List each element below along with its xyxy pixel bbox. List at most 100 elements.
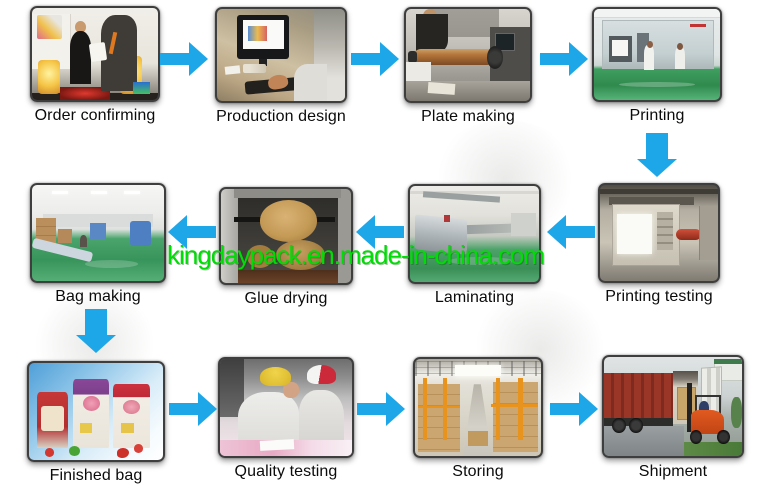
photo-production-design	[215, 7, 347, 103]
bushes	[730, 396, 742, 429]
control-boxes	[656, 211, 674, 251]
ceiling-beam	[410, 190, 539, 194]
forklift-driver	[699, 400, 709, 413]
floor-sheen	[448, 257, 514, 265]
arrow-right-icon	[550, 392, 598, 426]
skylight	[455, 364, 501, 377]
worker-figure	[79, 234, 88, 248]
folder	[88, 41, 108, 63]
film-web	[611, 39, 628, 57]
photo-shipment	[602, 355, 744, 458]
brand-strip	[689, 23, 707, 28]
machine-detail-red	[443, 214, 450, 222]
yellow-cap	[259, 366, 292, 387]
film-roll-lower	[275, 239, 325, 270]
far-equipment	[510, 212, 537, 236]
step-label-plate-making: Plate making	[421, 108, 515, 125]
photo-bag-making	[30, 183, 166, 283]
orange-upright	[495, 378, 501, 441]
machine-row	[699, 206, 718, 260]
ceiling-light	[91, 190, 108, 194]
forklift-mast	[686, 382, 692, 433]
ceiling-light	[51, 190, 68, 194]
arrow-left-icon	[168, 215, 216, 249]
arrow-right-icon	[169, 392, 217, 426]
step-label-laminating: Laminating	[434, 289, 515, 306]
arrow-right-icon	[540, 42, 588, 76]
design-artwork	[247, 25, 267, 42]
red-pepper	[133, 444, 143, 454]
photo-order-confirming	[30, 6, 160, 102]
photo-printing	[592, 7, 722, 102]
inspector-left-body	[238, 391, 300, 447]
aisle-box	[467, 430, 489, 447]
photo-quality-testing	[218, 357, 354, 458]
chuck-left	[408, 51, 418, 64]
red-cylinder	[675, 229, 702, 240]
arrow-down-icon	[76, 309, 116, 353]
step-label-printing-testing: Printing testing	[605, 288, 713, 305]
person-back	[101, 15, 137, 91]
step-label-printing: Printing	[629, 107, 685, 124]
green-pepper	[69, 446, 80, 457]
pouch-white-red	[113, 384, 150, 449]
step-plate-making: Plate making	[404, 7, 532, 126]
operator-2-head	[677, 42, 684, 50]
film-roll-small	[247, 245, 273, 268]
step-production-design: Production design	[215, 7, 347, 126]
pouch-white-red-graphic	[122, 399, 141, 415]
copper-cylinder	[413, 49, 496, 66]
red-pepper	[117, 448, 130, 459]
pouch-purple-tag	[79, 423, 92, 433]
pouch-red-label	[41, 405, 64, 431]
truck-wheel	[628, 418, 643, 434]
step-label-storing: Storing	[452, 463, 504, 480]
step-label-glue-drying: Glue drying	[244, 290, 328, 307]
pouch-white-red-tag	[121, 423, 134, 433]
step-label-shipment: Shipment	[638, 463, 708, 480]
operator-1	[644, 45, 655, 70]
blue-machine	[129, 221, 151, 247]
arrow-left-icon	[356, 215, 404, 249]
floor-sheen	[619, 81, 695, 88]
operator-1-head	[646, 40, 654, 49]
step-finished-bag: Finished bag	[27, 361, 165, 485]
photo-printing-testing	[598, 183, 720, 283]
step-glue-drying: Glue drying	[219, 187, 353, 308]
carton-stack	[58, 229, 72, 243]
step-storing: Storing	[413, 357, 543, 481]
ceiling-beam	[600, 188, 718, 194]
dark-corner	[220, 359, 244, 418]
monitor-stand	[259, 58, 267, 67]
grass	[684, 442, 742, 456]
orange-upright	[442, 378, 448, 441]
machine-deck	[609, 197, 695, 206]
paper	[224, 65, 241, 76]
red-container	[604, 372, 676, 423]
forklift-cage	[695, 394, 722, 415]
sample-packs	[37, 15, 63, 40]
machine-monitor	[495, 32, 515, 52]
worker-shirt	[415, 13, 449, 53]
chuck-right	[486, 45, 503, 69]
color-swatches	[242, 64, 266, 74]
paper-sheet	[427, 81, 456, 95]
truck-wheel	[612, 418, 627, 434]
operator-2	[674, 47, 685, 70]
film-roll-top	[260, 200, 318, 242]
step-order-confirming: Order confirming	[30, 6, 160, 125]
ceiling	[594, 9, 720, 19]
orange-beam	[417, 405, 461, 409]
red-pepper	[45, 448, 55, 458]
arrow-right-icon	[351, 42, 399, 76]
step-laminating: Laminating	[408, 184, 541, 307]
bright-panel	[616, 213, 652, 255]
pouch-purple	[73, 378, 110, 449]
inspector-left-face	[283, 382, 300, 398]
frame-panel-right	[338, 189, 351, 283]
photo-glue-drying	[219, 187, 353, 285]
screen-glow	[132, 81, 151, 95]
person-suit	[69, 31, 92, 85]
step-quality-testing: Quality testing	[218, 357, 354, 481]
